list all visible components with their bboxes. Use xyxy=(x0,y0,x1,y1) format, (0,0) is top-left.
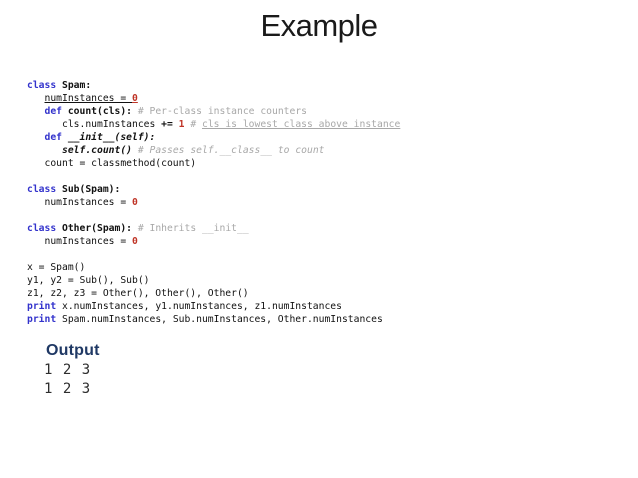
code-segment: # xyxy=(190,119,203,130)
code-line: print x.numInstances, y1.numInstances, z… xyxy=(27,300,400,313)
code-segment: 0 xyxy=(131,236,138,247)
code-line: def __init__(self): xyxy=(27,131,400,144)
code-segment: # Passes self.__class__ to count xyxy=(137,145,325,156)
code-segment: 0 xyxy=(131,197,138,208)
code-segment xyxy=(27,106,45,117)
code-line xyxy=(27,209,400,222)
code-segment: z1, z2, z3 = Other(), Other(), Other() xyxy=(27,288,249,299)
code-line: class Other(Spam): # Inherits __init__ xyxy=(27,222,400,235)
code-segment: def xyxy=(44,132,68,143)
code-segment: 1 xyxy=(178,119,185,130)
code-segment: def xyxy=(44,106,68,117)
code-segment: class xyxy=(27,223,62,234)
output-line: 1 2 3 xyxy=(44,381,92,397)
code-segment: x = Spam() xyxy=(27,262,86,273)
code-segment: numInstances = xyxy=(27,236,132,247)
code-line: numInstances = 0 xyxy=(27,235,400,248)
code-segment: x.numInstances, y1.numInstances, z1.numI… xyxy=(62,301,342,312)
code-segment: count(cls): xyxy=(67,106,132,117)
code-segment xyxy=(27,93,45,104)
code-line: z1, z2, z3 = Other(), Other(), Other() xyxy=(27,287,400,300)
output-lines: 1 2 3 1 2 3 xyxy=(44,361,100,399)
code-segment: Other(Spam): xyxy=(62,223,132,234)
code-line: class Sub(Spam): xyxy=(27,183,400,196)
code-segment: print xyxy=(27,301,62,312)
code-segment xyxy=(27,132,45,143)
code-segment: __init__(self): xyxy=(67,132,156,143)
code-segment xyxy=(27,145,62,156)
code-segment: numInstances = xyxy=(27,197,132,208)
output-section: Output 1 2 3 1 2 3 xyxy=(44,342,100,399)
code-line: numInstances = 0 xyxy=(27,92,400,105)
code-line: print Spam.numInstances, Sub.numInstance… xyxy=(27,313,400,326)
code-segment: Spam: xyxy=(62,80,92,91)
code-line: def count(cls): # Per-class instance cou… xyxy=(27,105,400,118)
code-block: class Spam: numInstances = 0 def count(c… xyxy=(27,79,400,326)
code-segment: class xyxy=(27,184,62,195)
code-line: numInstances = 0 xyxy=(27,196,400,209)
code-line xyxy=(27,248,400,261)
code-line xyxy=(27,170,400,183)
code-segment: 0 xyxy=(132,93,138,104)
code-segment: += xyxy=(161,119,179,130)
code-segment: count = classmethod(count) xyxy=(27,158,197,169)
slide-title: Example xyxy=(260,8,378,43)
code-segment: Sub(Spam): xyxy=(62,184,121,195)
code-line: count = classmethod(count) xyxy=(27,157,400,170)
code-line: y1, y2 = Sub(), Sub() xyxy=(27,274,400,287)
code-segment: class xyxy=(27,80,62,91)
code-segment: print xyxy=(27,314,62,325)
code-line: self.count() # Passes self.__class__ to … xyxy=(27,144,400,157)
code-segment: y1, y2 = Sub(), Sub() xyxy=(27,275,150,286)
code-segment: # Per-class instance counters xyxy=(137,106,307,117)
code-segment: self.count() xyxy=(62,145,132,156)
code-line: x = Spam() xyxy=(27,261,400,274)
code-segment: numInstances = xyxy=(44,93,132,104)
code-segment: Spam.numInstances, Sub.numInstances, Oth… xyxy=(62,314,383,325)
code-line: class Spam: xyxy=(27,79,400,92)
code-segment: # Inherits __init__ xyxy=(137,223,249,234)
code-segment: cls is lowest class above instance xyxy=(202,119,401,130)
output-line: 1 2 3 xyxy=(44,362,92,378)
code-line: cls.numInstances += 1 # cls is lowest cl… xyxy=(27,118,400,131)
code-segment: cls.numInstances xyxy=(27,119,162,130)
output-heading: Output xyxy=(46,342,100,359)
